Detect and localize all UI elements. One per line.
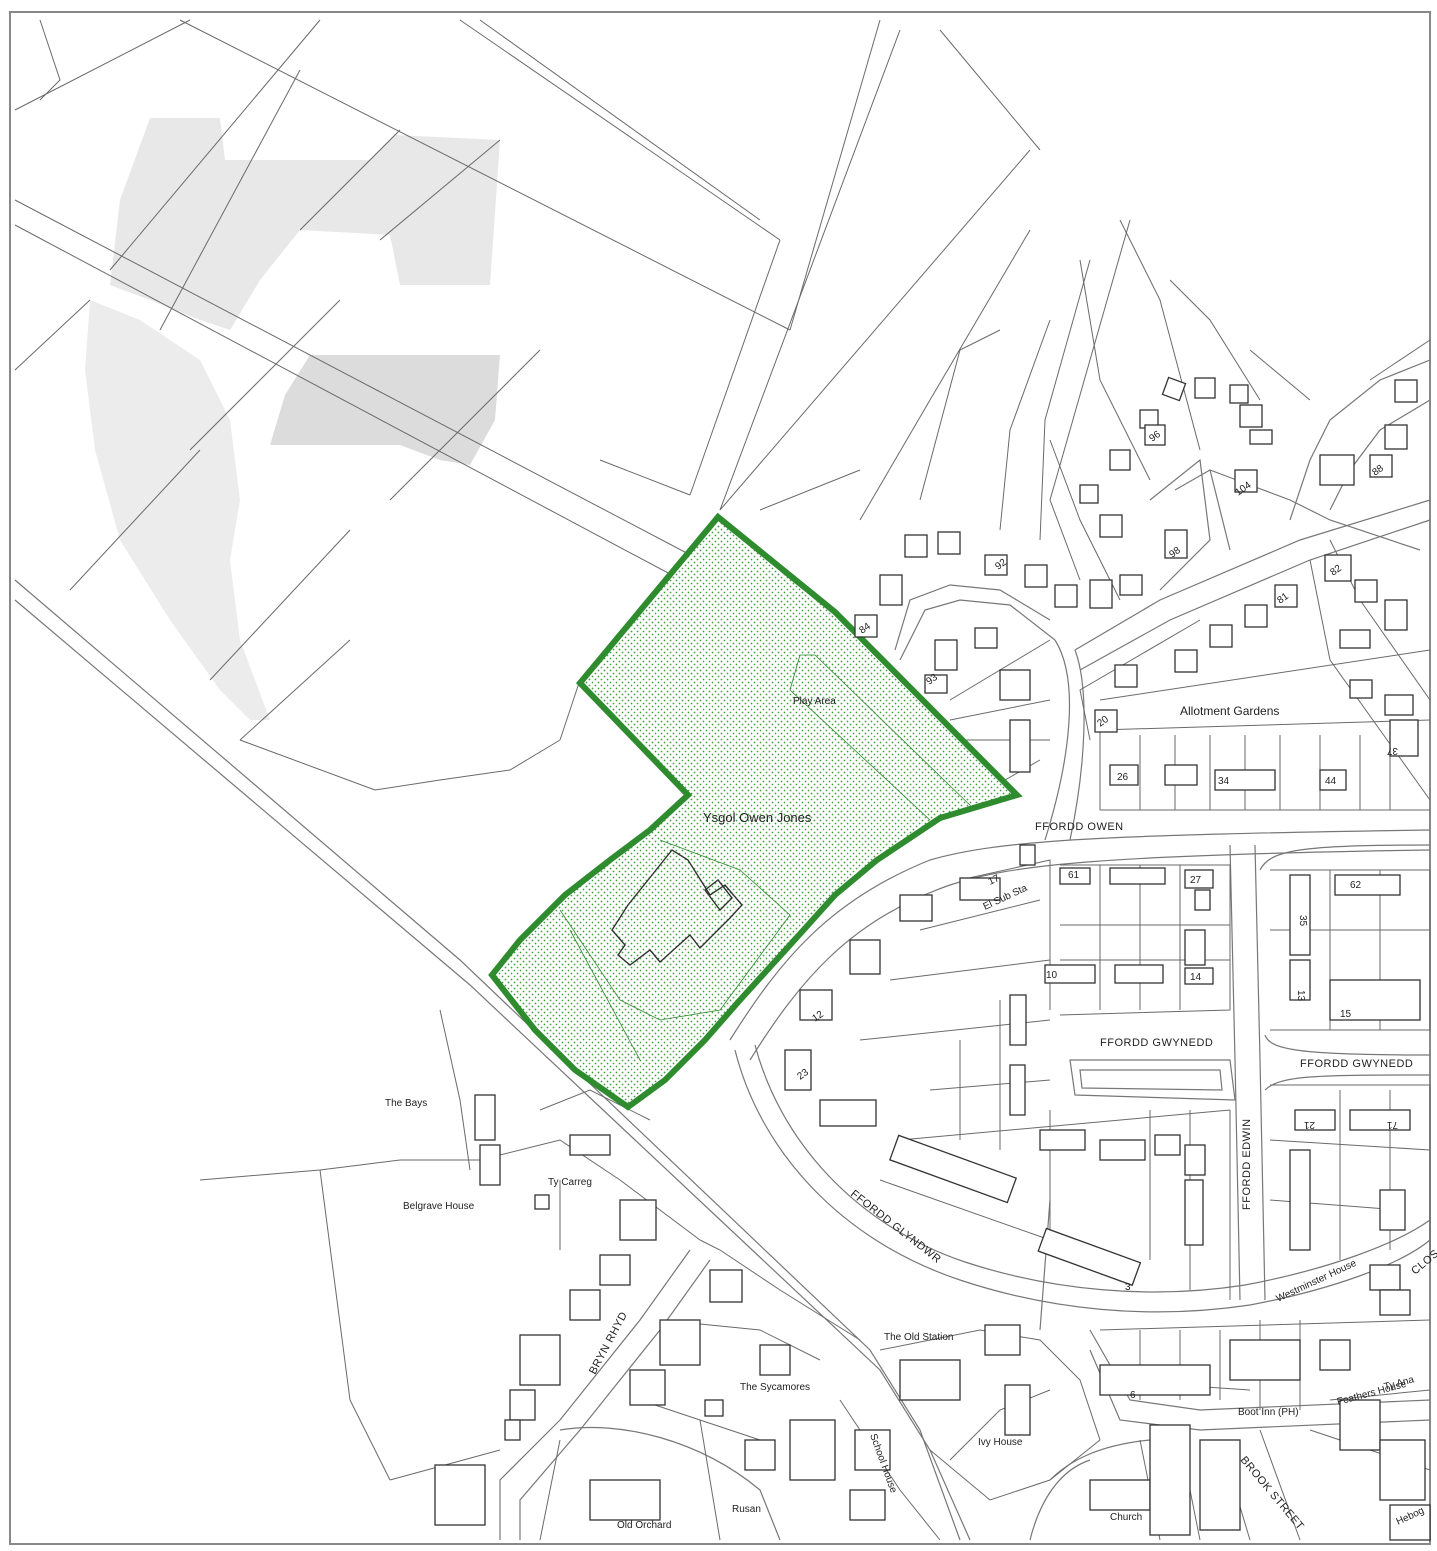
field-boundaries	[14, 19, 1041, 791]
house-number: 21	[1303, 1119, 1315, 1130]
road-label-ffordd-gwynedd-1: FFORDD GWYNEDD	[1100, 1037, 1213, 1049]
house-number: 10	[1046, 970, 1058, 981]
road-label-ffordd-glyndwr: FFORDD GLYNDWR	[848, 1188, 943, 1266]
map-frame	[9, 11, 1431, 1545]
old-orchard-label: Old Orchard	[617, 1520, 671, 1531]
house-number: 14	[1190, 972, 1202, 983]
house-number: 6	[1130, 1390, 1136, 1401]
house-number: 62	[1350, 880, 1362, 891]
house-number: 35	[1297, 915, 1308, 927]
site-boundary	[488, 512, 1023, 1111]
house-number: 13	[1295, 990, 1306, 1002]
road-label-ffordd-owen: FFORDD OWEN	[1035, 821, 1124, 833]
site-name-label: Ysgol Owen Jones	[703, 810, 812, 825]
the-bays-label: The Bays	[385, 1098, 427, 1109]
road-label-ffordd-edwin: FFORDD EDWIN	[1241, 1118, 1253, 1210]
buildings	[434, 376, 1431, 1541]
house-number: 37	[1386, 745, 1398, 756]
allotment-gardens-label: Allotment Gardens	[1180, 704, 1279, 718]
sycamores-label: The Sycamores	[740, 1382, 810, 1393]
shaded-field-area	[85, 118, 500, 720]
ty-carreg-label: Ty Carreg	[548, 1177, 592, 1188]
rusan-label: Rusan	[732, 1504, 761, 1515]
church-label: Church	[1110, 1512, 1142, 1523]
old-station-label: The Old Station	[884, 1332, 953, 1343]
house-number: 26	[1117, 772, 1129, 783]
house-number: 71	[1386, 1119, 1398, 1130]
ivy-house-label: Ivy House	[978, 1437, 1023, 1448]
house-number: 27	[1190, 875, 1202, 886]
road-label-brook-street: BROOK STREET	[1238, 1454, 1306, 1532]
boot-inn-label: Boot Inn (PH)	[1238, 1407, 1299, 1418]
house-number: 15	[1340, 1009, 1352, 1020]
house-number: 61	[1068, 870, 1080, 881]
school-building	[611, 849, 743, 966]
belgrave-house-label: Belgrave House	[403, 1201, 475, 1212]
play-area-label: Play Area	[793, 696, 836, 707]
main-roads	[14, 359, 1431, 1541]
house-number: 17	[987, 873, 1002, 888]
house-number: 3	[1125, 1282, 1131, 1293]
house-number: 44	[1325, 776, 1337, 787]
house-number: 34	[1218, 776, 1230, 787]
road-label-ffordd-gwynedd-2: FFORDD GWYNEDD	[1300, 1058, 1413, 1070]
